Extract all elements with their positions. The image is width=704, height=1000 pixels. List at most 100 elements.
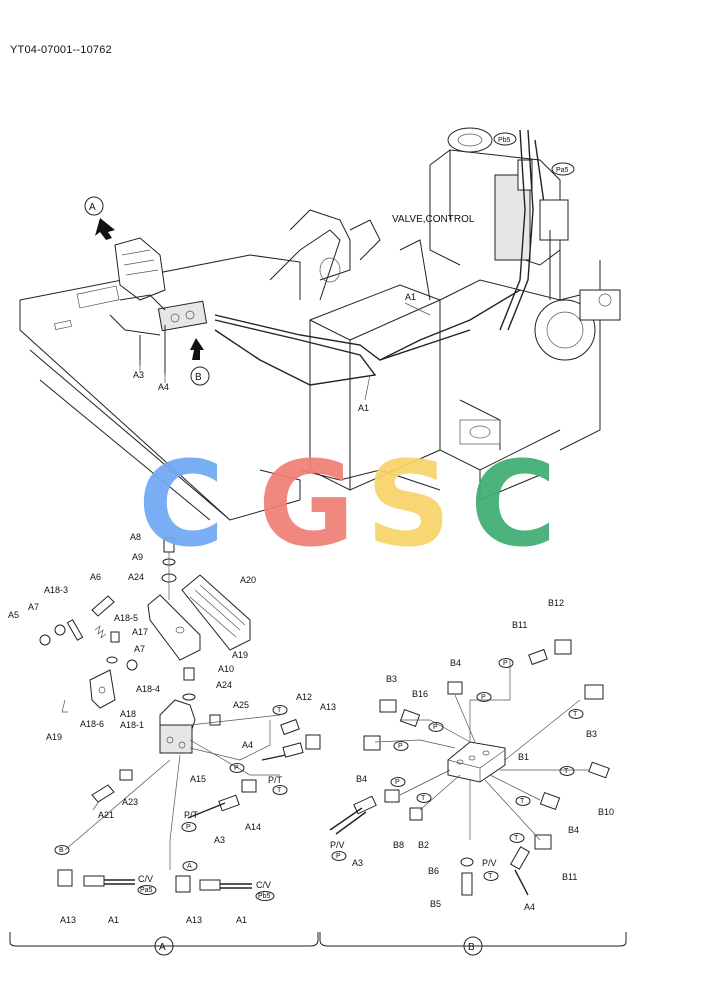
tag-p: P (186, 824, 191, 831)
detail-b-tags: P P P P T T T T P T P T (331, 658, 584, 881)
tag-p: P (503, 660, 508, 667)
tag-p: P (433, 724, 438, 731)
tag-t: T (488, 873, 493, 880)
part-label: A17 (132, 627, 148, 637)
part-label: A19 (46, 732, 62, 742)
detail-a-labels: A8 A9 A24 A20 A6 A18-3 A7 A5 A18-5 A17 A… (8, 532, 336, 925)
part-label: A24 (128, 572, 144, 582)
part-label: A5 (8, 610, 19, 620)
part-label: A9 (132, 552, 143, 562)
port-pa5-tag: Pa5 (556, 167, 569, 174)
detail-b-illustration (329, 639, 610, 896)
part-label: A21 (98, 810, 114, 820)
port-label: P/V (330, 840, 345, 850)
view-b-marker: B (195, 372, 202, 383)
part-label: A18-3 (44, 585, 68, 595)
view-a-marker: A (89, 202, 96, 213)
tag-p: P (481, 694, 486, 701)
part-label: A7 (28, 602, 39, 612)
detail-b-labels: B12 B11 B4 B3 B16 B3 B1 B4 B10 B4 B8 B2 … (330, 598, 614, 912)
tag-pb5: Pb5 (258, 893, 271, 900)
port-label: P/V (482, 858, 497, 868)
part-label: A10 (218, 664, 234, 674)
document-id: YT04-07001--10762 (10, 44, 112, 56)
part-label: B6 (428, 866, 439, 876)
part-label: A1 (236, 915, 247, 925)
part-label: B10 (598, 807, 614, 817)
watermark-letter: G (258, 435, 355, 573)
detail-a-title: A (159, 942, 166, 953)
tag-p: P (234, 765, 239, 772)
watermark-letter: S (366, 435, 451, 573)
part-label: B4 (356, 774, 367, 784)
valve-control-callout: VALVE,CONTROL (392, 214, 475, 225)
part-label: A4 (242, 740, 253, 750)
tag-t: T (421, 795, 426, 802)
detail-a-tags: T P T P B A Pa5 Pb5 (54, 705, 288, 901)
overview-label-a1-top: A1 (405, 292, 416, 302)
tag-t: T (520, 798, 525, 805)
part-label: A3 (352, 858, 363, 868)
port-label: C/V (256, 880, 271, 890)
tag-t: T (564, 768, 569, 775)
part-label: A3 (214, 835, 225, 845)
port-label: P/T (184, 810, 199, 820)
detail-a-illustration (39, 537, 321, 893)
part-label: B4 (568, 825, 579, 835)
watermark-letter: C (138, 435, 225, 573)
tag-b: B (59, 847, 64, 854)
part-label: A6 (90, 572, 101, 582)
part-label: A1 (108, 915, 119, 925)
part-label: A15 (190, 774, 206, 784)
part-label: B3 (386, 674, 397, 684)
tag-a: A (187, 863, 192, 870)
part-label: B11 (562, 872, 577, 882)
part-label: A18-1 (120, 720, 144, 730)
detail-b-title: B (468, 942, 475, 953)
tag-p: P (398, 743, 403, 750)
tag-p: P (395, 779, 400, 786)
port-pb5-tag: Pb5 (498, 137, 511, 144)
part-label: B11 (512, 620, 527, 630)
overview-illustration (19, 127, 621, 521)
part-label: A7 (134, 644, 145, 654)
part-label: A24 (216, 680, 232, 690)
tag-t: T (277, 787, 282, 794)
overview-label-a4: A4 (158, 382, 169, 392)
part-label: A23 (122, 797, 138, 807)
overview-label-a3: A3 (133, 370, 144, 380)
part-label: B1 (518, 752, 529, 762)
tag-t: T (277, 707, 282, 714)
part-label: A25 (233, 700, 249, 710)
part-label: B4 (450, 658, 461, 668)
part-label: A14 (245, 822, 261, 832)
port-label: C/V (138, 874, 153, 884)
part-label: A18-6 (80, 719, 104, 729)
part-label: A12 (296, 692, 312, 702)
part-label: B8 (393, 840, 404, 850)
watermark-letter: C (470, 435, 557, 573)
part-label: A13 (60, 915, 76, 925)
section-brackets (9, 932, 627, 956)
tag-p: P (336, 853, 341, 860)
port-label: P/T (268, 775, 283, 785)
tag-pa5: Pa5 (140, 887, 153, 894)
part-label: B12 (548, 598, 564, 608)
part-label: A20 (240, 575, 256, 585)
part-label: A13 (186, 915, 202, 925)
part-label: A4 (524, 902, 535, 912)
part-label: B3 (586, 729, 597, 739)
part-label: A18 (120, 709, 136, 719)
part-label: A18-4 (136, 684, 160, 694)
part-label: A18-5 (114, 613, 138, 623)
part-label: B5 (430, 899, 441, 909)
overview-label-a1-bottom: A1 (358, 403, 369, 413)
part-label: A19 (232, 650, 248, 660)
part-label: A8 (130, 532, 141, 542)
part-label: A13 (320, 702, 336, 712)
tag-t: T (573, 711, 578, 718)
tag-t: T (514, 835, 519, 842)
watermark: C G S C (138, 435, 557, 573)
part-label: B16 (412, 689, 428, 699)
